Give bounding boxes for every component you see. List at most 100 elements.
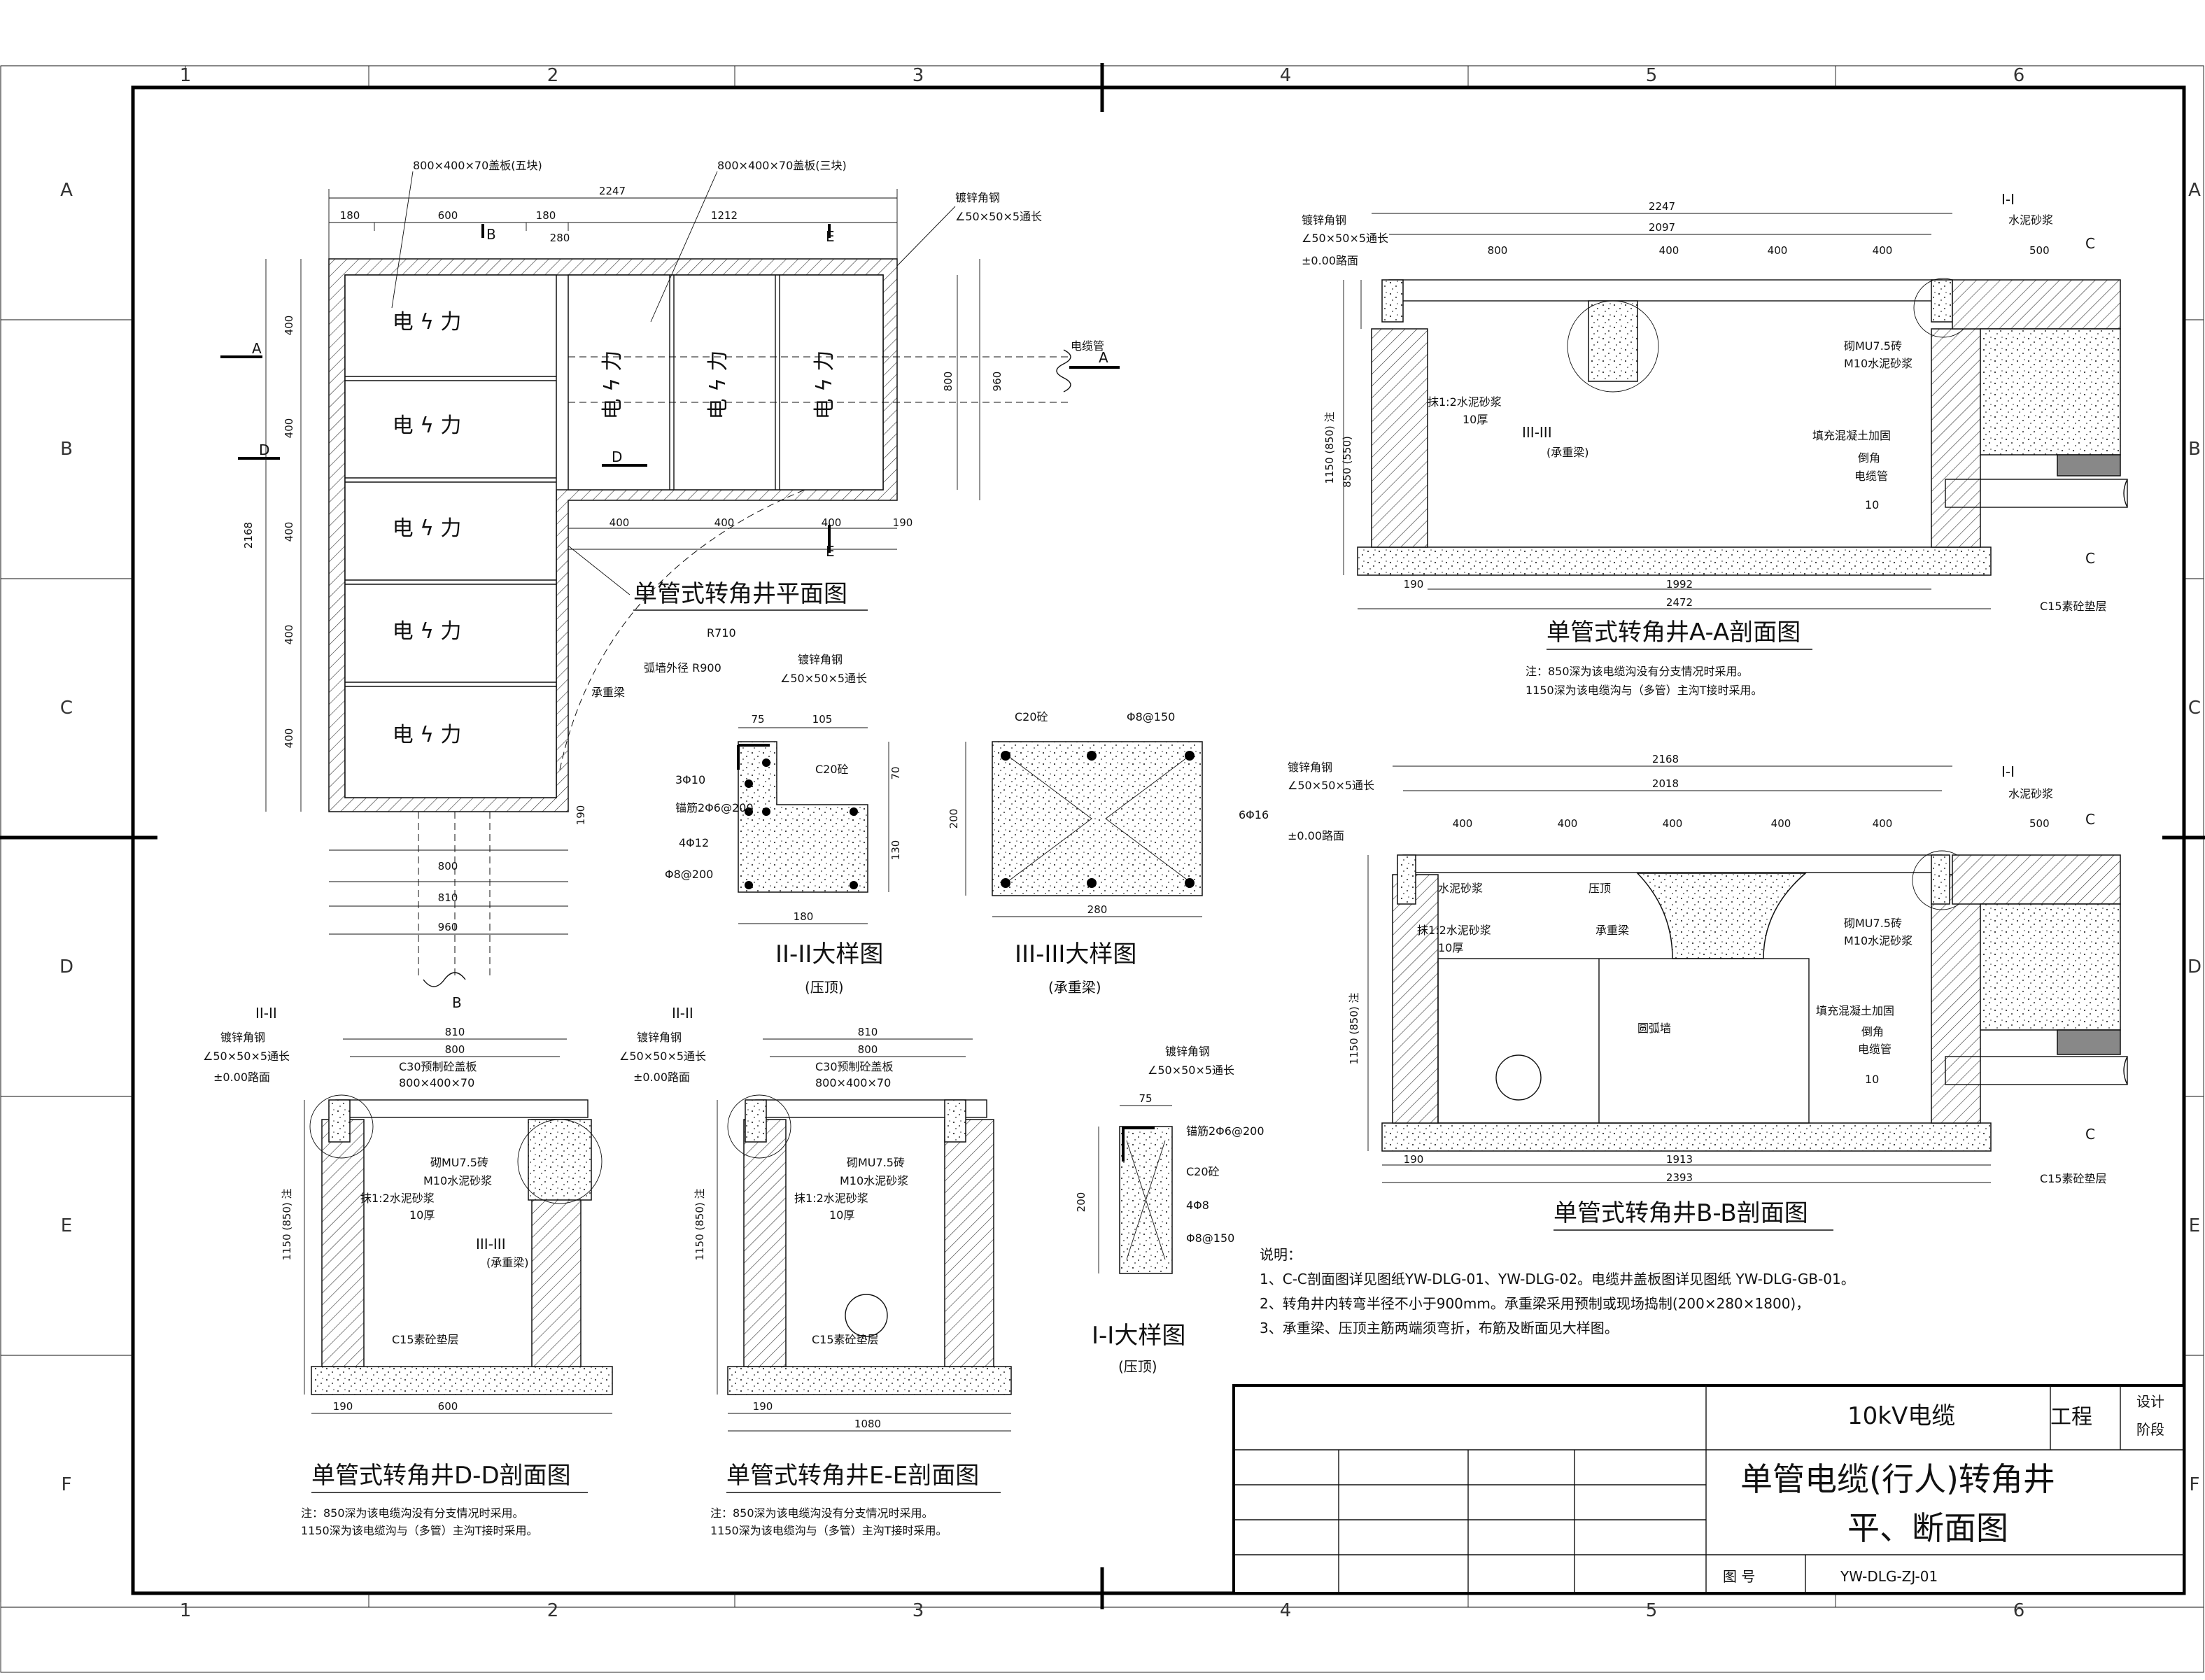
svg-text:280: 280	[1087, 903, 1108, 916]
svg-text:C30预制砼盖板: C30预制砼盖板	[399, 1060, 477, 1073]
svg-text:电 ϟ 力: 电 ϟ 力	[393, 414, 462, 438]
svg-text:电 ϟ 力: 电 ϟ 力	[600, 351, 625, 420]
svg-text:130: 130	[889, 840, 902, 861]
grid-row-label: E	[2189, 1215, 2200, 1236]
grid-row-label: B	[60, 439, 73, 460]
svg-text:2472: 2472	[1666, 596, 1693, 609]
svg-text:镀锌角钢: 镀锌角钢	[1288, 761, 1332, 774]
svg-text:280: 280	[550, 232, 570, 244]
svg-text:1992: 1992	[1666, 578, 1693, 591]
svg-text:C: C	[2085, 235, 2095, 252]
svg-text:注：850深为该电缆沟没有分支情况时采用。: 注：850深为该电缆沟没有分支情况时采用。	[301, 1506, 524, 1520]
svg-text:400: 400	[1873, 244, 1893, 257]
detail-3-3: 280 200 C20砼 Φ8@150 6Φ16 III-III大样图 (承重梁…	[947, 710, 1269, 996]
svg-text:(压顶): (压顶)	[805, 979, 844, 996]
svg-text:200: 200	[1075, 1192, 1087, 1213]
detail-33-title: III-III大样图	[1015, 940, 1136, 968]
svg-text:400: 400	[1768, 244, 1788, 257]
svg-text:∠50×50×5通长: ∠50×50×5通长	[619, 1050, 706, 1063]
svg-text:砌MU7.5砖: 砌MU7.5砖	[430, 1156, 488, 1169]
svg-text:500: 500	[2029, 817, 2050, 830]
svg-text:C15素砼垫层: C15素砼垫层	[2040, 1172, 2107, 1185]
svg-text:B: B	[486, 226, 496, 243]
svg-text:镀锌角钢: 镀锌角钢	[955, 191, 1000, 204]
svg-text:阶段: 阶段	[2136, 1421, 2164, 1438]
svg-text:砌MU7.5砖: 砌MU7.5砖	[1844, 339, 1902, 353]
grid-col-label: 2	[547, 1600, 559, 1621]
svg-text:设计: 设计	[2136, 1393, 2164, 1410]
svg-text:2018: 2018	[1652, 777, 1679, 790]
svg-text:190: 190	[575, 805, 587, 826]
svg-text:400: 400	[1659, 244, 1679, 257]
svg-text:承重梁: 承重梁	[1595, 924, 1629, 937]
grid-col-label: 1	[180, 1600, 192, 1621]
svg-text:注：850深为该电缆沟没有分支情况时采用。: 注：850深为该电缆沟没有分支情况时采用。	[710, 1506, 934, 1520]
grid-row-label: A	[60, 180, 73, 201]
svg-text:C15素砼垫层: C15素砼垫层	[392, 1333, 459, 1346]
svg-text:水泥砂浆: 水泥砂浆	[2008, 213, 2053, 227]
svg-text:190: 190	[1404, 578, 1424, 591]
svg-text:倒角: 倒角	[1861, 1025, 1884, 1038]
svg-text:400: 400	[610, 516, 630, 529]
svg-text:E: E	[826, 228, 835, 245]
grid-col-label: 6	[2013, 65, 2025, 86]
svg-text:∠50×50×5通长: ∠50×50×5通长	[1148, 1064, 1234, 1077]
svg-text:1080: 1080	[854, 1418, 881, 1430]
svg-text:4Φ8: 4Φ8	[1186, 1199, 1209, 1212]
drawing-title-line2: 平、断面图	[1847, 1509, 2008, 1547]
grid-row-label: F	[2190, 1474, 2200, 1495]
section-dd-title: 单管式转角井D-D剖面图	[311, 1462, 571, 1490]
svg-text:C20砼: C20砼	[815, 763, 849, 776]
svg-text:75: 75	[1139, 1092, 1152, 1105]
svg-text:±0.00路面: ±0.00路面	[1288, 829, 1344, 842]
svg-text:400: 400	[1771, 817, 1791, 830]
svg-text:∠50×50×5通长: ∠50×50×5通长	[203, 1050, 290, 1063]
svg-text:∠50×50×5通长: ∠50×50×5通长	[1288, 779, 1374, 792]
svg-text:400: 400	[1873, 817, 1893, 830]
grid-row-label: D	[59, 957, 73, 977]
svg-text:850 (550): 850 (550)	[1341, 436, 1353, 488]
section-b-b: 2168 2018 400 400 400 400 400 190 1913 2…	[1288, 753, 2128, 1231]
svg-text:(压顶): (压顶)	[1118, 1358, 1157, 1375]
svg-text:C15素砼垫层: C15素砼垫层	[2040, 600, 2107, 613]
cable-pipe-end	[1056, 349, 1071, 393]
svg-text:400: 400	[283, 625, 295, 645]
svg-text:180: 180	[536, 209, 556, 222]
section-aa-title: 单管式转角井A-A剖面图	[1547, 619, 1801, 647]
svg-text:镀锌角钢: 镀锌角钢	[1302, 213, 1346, 227]
grid-col-label: 5	[1646, 1600, 1658, 1621]
svg-text:B: B	[452, 994, 462, 1011]
svg-text:810: 810	[445, 1026, 465, 1038]
svg-text:压顶: 压顶	[1588, 882, 1611, 895]
svg-text:水泥砂浆: 水泥砂浆	[1438, 882, 1483, 895]
svg-text:600: 600	[438, 1400, 458, 1413]
svg-text:1150深为该电缆沟与（多管）主沟T接时采用。: 1150深为该电缆沟与（多管）主沟T接时采用。	[301, 1524, 538, 1537]
svg-text:水泥砂浆: 水泥砂浆	[2008, 787, 2053, 800]
grid-row-label: A	[2188, 180, 2201, 201]
svg-text:6Φ16: 6Φ16	[1239, 808, 1269, 821]
svg-text:M10水泥砂浆: M10水泥砂浆	[840, 1174, 908, 1187]
plan-title: 单管式转角井平面图	[633, 580, 847, 608]
detail-22-title: II-II大样图	[775, 940, 883, 968]
svg-text:800: 800	[1488, 244, 1508, 257]
svg-text:800: 800	[445, 1043, 465, 1056]
grid-row-label: C	[2188, 698, 2201, 719]
svg-text:I-I: I-I	[2001, 763, 2015, 780]
svg-text:镀锌角钢: 镀锌角钢	[637, 1031, 682, 1044]
svg-text:III-III: III-III	[476, 1236, 506, 1252]
svg-text:M10水泥砂浆: M10水泥砂浆	[1844, 357, 1912, 370]
svg-text:200: 200	[947, 809, 960, 829]
cable-pipe-end	[423, 972, 466, 987]
grid-labels: 1 2 3 4 5 6 1 2 3 4 5 6 A B C D E F A B …	[59, 65, 2202, 1621]
svg-text:III-III: III-III	[1522, 424, 1552, 441]
svg-text:1、C-C剖面图详见图纸YW-DLG-01、YW-DLG-0: 1、C-C剖面图详见图纸YW-DLG-01、YW-DLG-02。电缆井盖板图详见…	[1260, 1271, 1855, 1287]
svg-text:3、承重梁、压顶主筋两端须弯折，布筋及断面见大样图。: 3、承重梁、压顶主筋两端须弯折，布筋及断面见大样图。	[1260, 1320, 1619, 1336]
svg-text:1150 (850) 注: 1150 (850) 注	[1348, 992, 1360, 1064]
svg-text:图 号: 图 号	[1723, 1568, 1755, 1585]
svg-text:砌MU7.5砖: 砌MU7.5砖	[1844, 917, 1902, 930]
svg-text:E: E	[826, 543, 835, 560]
svg-text:(承重梁): (承重梁)	[1547, 446, 1589, 459]
svg-text:1212: 1212	[711, 209, 738, 222]
svg-text:2247: 2247	[1649, 200, 1675, 213]
